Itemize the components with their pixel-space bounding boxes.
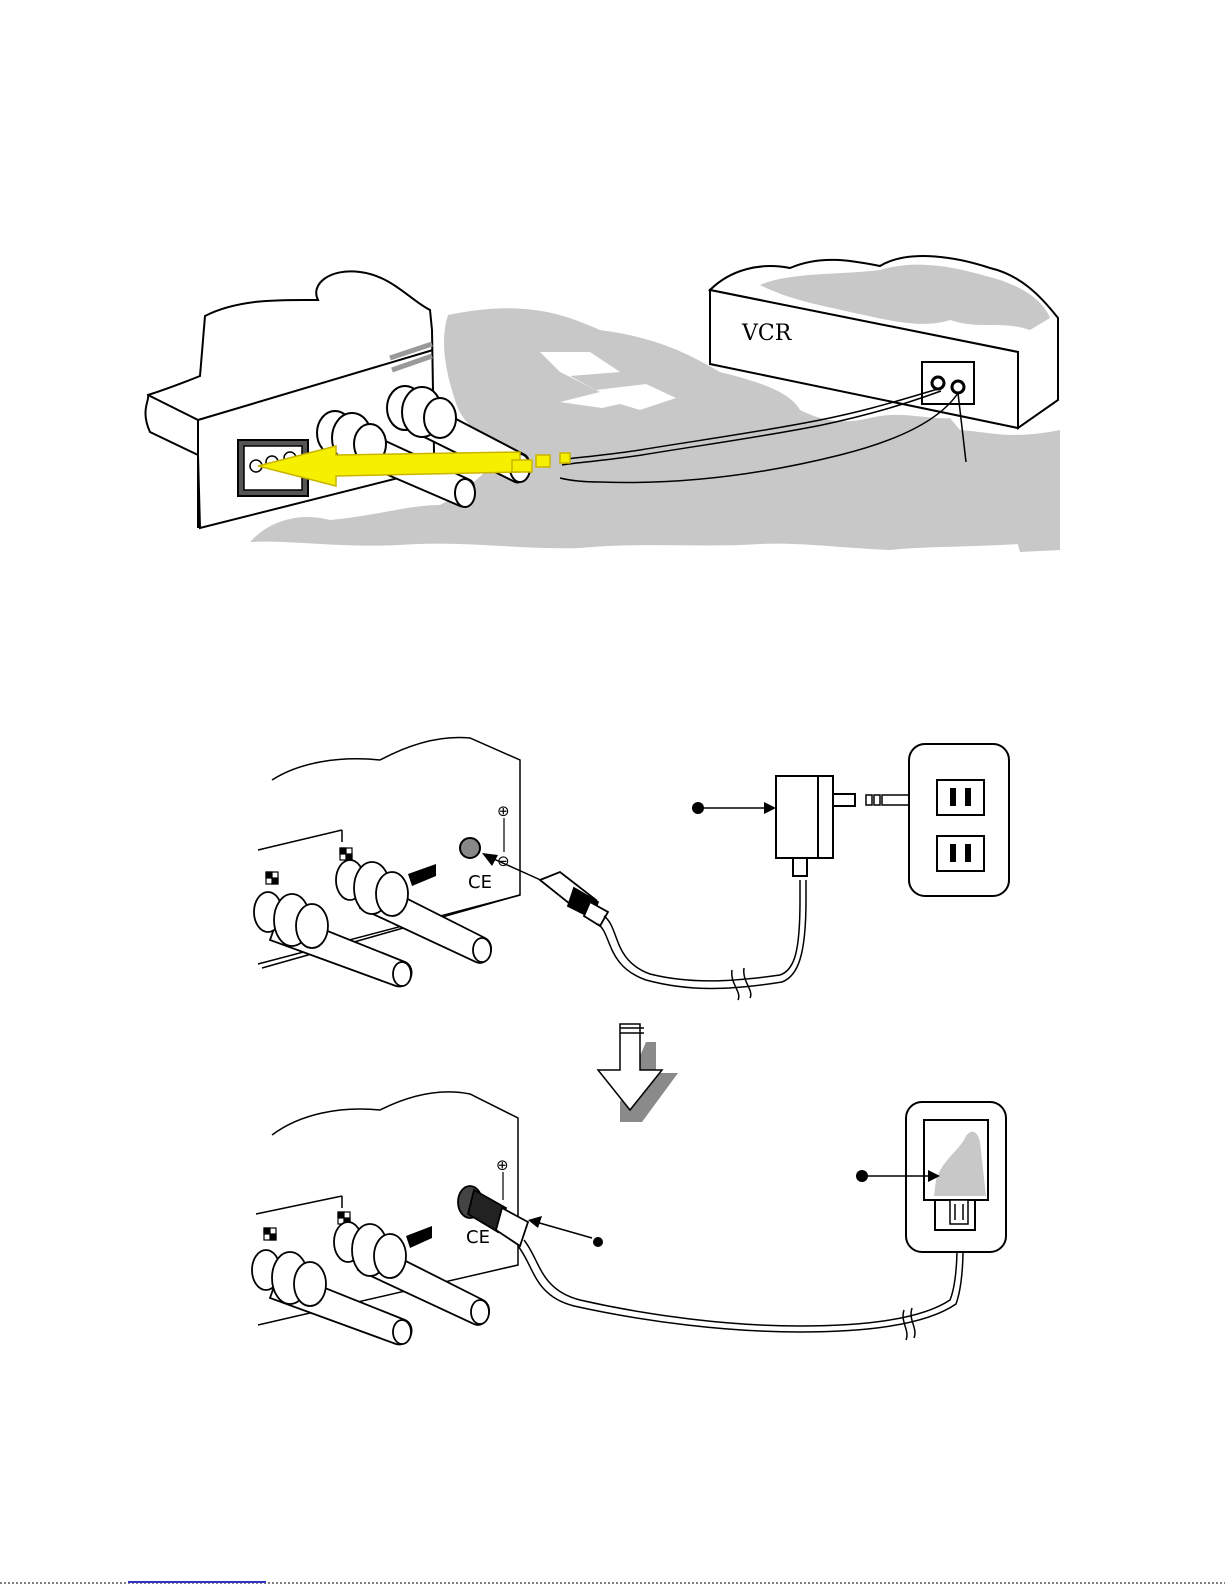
- wall-outlet: [909, 744, 1009, 896]
- callout-dot: [856, 1170, 868, 1182]
- cable-break: [732, 968, 751, 1000]
- vcr-label: VCR: [741, 321, 793, 346]
- dc-plug: [540, 872, 608, 926]
- callout-dot: [692, 802, 704, 814]
- callout-arrowhead: [764, 802, 776, 814]
- plug-body: [950, 1200, 968, 1224]
- figure-vcr-connection: VCR: [145, 256, 1060, 552]
- cable-break: [903, 1308, 915, 1340]
- polarity-symbol: ⊕: [496, 1156, 509, 1174]
- step-down-arrow: [598, 1024, 678, 1122]
- ce-mark: CE: [468, 872, 492, 893]
- figure-power-connected: ⊕ CE: [252, 1092, 1006, 1345]
- callout-dot: [593, 1237, 603, 1247]
- ac-adapter: [776, 776, 855, 876]
- callout-arrowhead: [528, 1216, 542, 1228]
- power-cable: [598, 880, 806, 989]
- polarity-symbol: ⊕: [497, 802, 510, 820]
- ce-mark: CE: [466, 1227, 490, 1248]
- power-cable: [518, 1212, 963, 1332]
- figure-power-adapter: ⊕ ⊖ CE: [254, 737, 1009, 1000]
- dc-jack: [460, 838, 480, 858]
- power-cable: [604, 880, 800, 981]
- vcr-output-jacks: [922, 362, 974, 404]
- callout-arrow: [536, 1222, 592, 1238]
